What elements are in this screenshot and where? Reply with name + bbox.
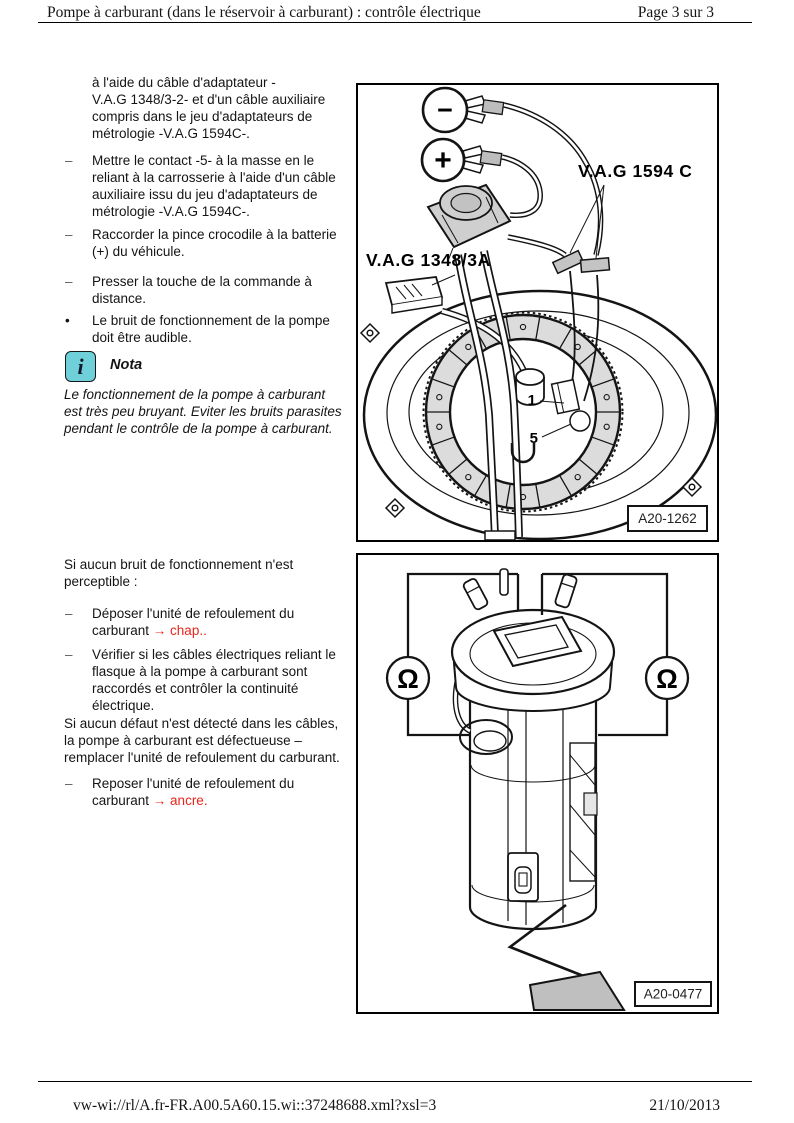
pin-5-label: 5: [530, 430, 538, 447]
fuel-delivery-unit: [450, 568, 616, 979]
step-text: Vérifier si les câbles électriques relia…: [92, 647, 336, 713]
flange-fitting: [441, 307, 545, 406]
dash-marker: –: [65, 647, 73, 662]
procedure-continuation-text: à l'aide du câble d'adaptateur - V.A.G 1…: [92, 75, 326, 141]
ohmmeter-left: Ω: [385, 655, 431, 701]
step-item: • Le bruit de fonctionnement de la pompe…: [64, 312, 370, 346]
note-label: Nota: [110, 357, 143, 373]
plus-symbol: +: [434, 144, 452, 177]
minus-symbol: −: [437, 95, 453, 125]
figure-2-code: A20-0477: [634, 981, 712, 1007]
figure-fuel-pump-electrical-check: 1 5 − +: [356, 83, 719, 542]
step-text: Le bruit de fonctionnement de la pompe d…: [92, 313, 330, 345]
figure-continuity-check: Ω Ω A20-0477: [356, 553, 719, 1014]
anchor-link[interactable]: → ancre.: [152, 793, 208, 808]
pin-1-label: 1: [528, 392, 536, 409]
step-item: – Déposer l'unité de refoulement du carb…: [64, 605, 370, 639]
chapter-link[interactable]: → chap..: [152, 623, 207, 638]
step-item: – Raccorder la pince crocodile à la batt…: [64, 226, 370, 260]
step-text-main: Déposer l'unité de refoulement du carbur…: [92, 606, 295, 638]
step-text: Déposer l'unité de refoulement du carbur…: [64, 605, 370, 639]
svg-text:A20-0477: A20-0477: [644, 987, 703, 1002]
figure-1-code: A20-1262: [627, 505, 708, 532]
info-icon: i: [65, 351, 96, 382]
dash-marker: –: [65, 776, 73, 791]
page-indicator: Page 3 sur 3: [637, 4, 714, 21]
fuel-pipes: [454, 250, 523, 539]
step-item: – Mettre le contact -5- à la masse en le…: [64, 152, 370, 220]
tank-wedge: [528, 970, 626, 1011]
bullet-marker: •: [65, 313, 70, 328]
diagnosis-conclusion: Si aucun défaut n'est détecté dans les c…: [64, 716, 340, 765]
dash-marker: –: [65, 274, 73, 289]
note-text: Le fonctionnement de la pompe à carburan…: [64, 387, 342, 436]
label-vag-1594c: V.A.G 1594 C: [578, 161, 693, 181]
dash-marker: –: [65, 606, 73, 621]
battery-plus-terminal: +: [420, 137, 503, 183]
test-leads: [406, 572, 669, 737]
ohm-symbol: Ω: [397, 664, 419, 694]
header-title: Pompe à carburant (dans le réservoir à c…: [47, 4, 481, 21]
figure-2-drawing: Ω Ω A20-0477: [385, 568, 712, 1011]
flange-notch: [510, 443, 536, 464]
footer-date: 21/10/2013: [649, 1097, 720, 1114]
ohmmeter-right: Ω: [644, 655, 690, 701]
adapter-cables: [501, 102, 611, 275]
pump-terminals: [550, 270, 600, 432]
battery-minus-terminal: −: [421, 86, 505, 134]
step-item: – Presser la touche de la commande à dis…: [64, 273, 370, 307]
step-text: Reposer l'unité de refoulement du carbur…: [64, 775, 370, 809]
flange-connector: [384, 274, 456, 314]
step-item: – Reposer l'unité de refoulement du carb…: [64, 775, 370, 809]
footer-rule: [38, 1081, 752, 1082]
tank-screws: [359, 322, 703, 519]
step-text: Raccorder la pince crocodile à la batter…: [92, 227, 337, 259]
remote-control-tool: [426, 183, 512, 262]
ohm-symbol: Ω: [656, 664, 678, 694]
svg-text:A20-1262: A20-1262: [638, 511, 697, 526]
dash-marker: –: [65, 153, 73, 168]
figure-1-drawing: 1 5 − +: [359, 86, 717, 540]
step-text: Mettre le contact -5- à la masse en le r…: [92, 153, 336, 219]
dash-marker: –: [65, 227, 73, 242]
label-vag-1348-3a: V.A.G 1348/3A: [366, 250, 491, 270]
header-rule: [38, 22, 752, 23]
step-text-main: Reposer l'unité de refoulement du carbur…: [92, 776, 295, 808]
step-item: – Vérifier si les câbles électriques rel…: [64, 646, 370, 714]
step-text: Presser la touche de la commande à dista…: [92, 274, 312, 306]
footer-uri: vw-wi://rl/A.fr-FR.A00.5A60.15.wi::37248…: [73, 1097, 437, 1114]
diagnosis-intro: Si aucun bruit de fonctionnement n'est p…: [64, 557, 294, 589]
